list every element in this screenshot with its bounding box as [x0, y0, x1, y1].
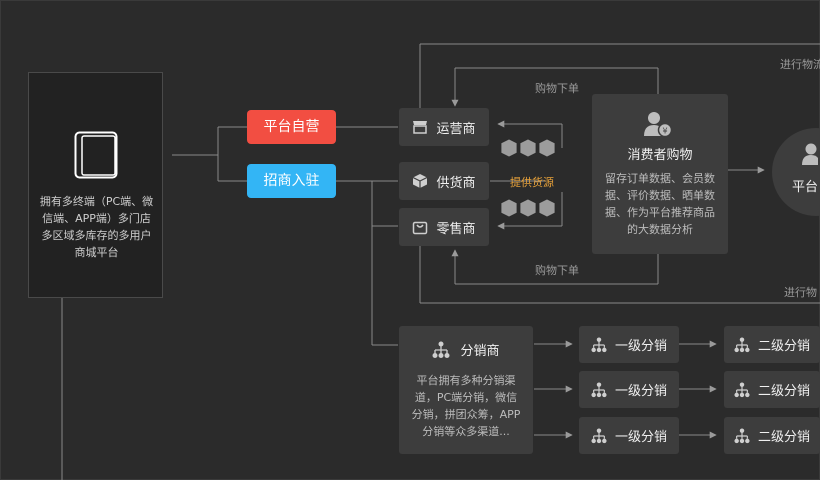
- goods-cubes-bottom-icon: [500, 198, 556, 218]
- bag-icon: [413, 221, 428, 235]
- distribution-network-icon: [591, 427, 607, 443]
- mode-self-operated[interactable]: 平台自营: [247, 110, 336, 144]
- level-1-row-1[interactable]: 一级分销: [579, 326, 679, 363]
- level-2-row-1[interactable]: 二级分销: [724, 326, 820, 363]
- consumer-box: ¥ 消费者购物 留存订单数据、会员数据、评价数据、晒单数据、作为平台推荐商品的大…: [592, 94, 728, 254]
- distribution-network-icon: [591, 336, 607, 352]
- role-operator[interactable]: 运营商: [399, 108, 489, 146]
- level-2-row-2[interactable]: 二级分销: [724, 371, 820, 408]
- svg-text:¥: ¥: [662, 127, 667, 136]
- level-1-row-2[interactable]: 一级分销: [579, 371, 679, 408]
- role-operator-label: 运营商: [436, 121, 476, 137]
- tablet-icon: [74, 131, 118, 179]
- level-1-row-3[interactable]: 一级分销: [579, 417, 679, 454]
- distribution-network-icon: [591, 381, 607, 397]
- consumer-icon: ¥: [644, 112, 672, 138]
- distribution-network-icon: [734, 381, 750, 397]
- distributor-title: 分销商: [460, 344, 500, 359]
- level-1-label: 一级分销: [614, 339, 667, 354]
- level-1-label: 一级分销: [614, 430, 667, 445]
- distributor-description: 平台拥有多种分销渠道，PC端分销，微信分销，拼团众筹，APP分销等众多渠道...: [411, 374, 521, 438]
- mode-merchant-join[interactable]: 招商入驻: [247, 164, 336, 198]
- level-2-label: 二级分销: [757, 430, 810, 445]
- platform-box: 拥有多终端（PC端、微信端、APP端）多门店多区域多库存的多用户商城平台: [28, 72, 163, 298]
- goods-cubes-top-icon: [500, 138, 556, 158]
- role-retailer[interactable]: 零售商: [399, 208, 489, 246]
- role-retailer-label: 零售商: [436, 221, 476, 237]
- level-2-label: 二级分销: [757, 339, 810, 354]
- purchase-label-top: 购物下单: [535, 82, 579, 95]
- logistics-label-bottom: 进行物: [784, 286, 817, 299]
- level-1-label: 一级分销: [614, 384, 667, 399]
- purchase-label-bottom: 购物下单: [535, 264, 579, 277]
- platform-user-icon: [802, 143, 818, 165]
- store-icon: [413, 121, 428, 134]
- distribution-network-icon: [734, 427, 750, 443]
- role-supplier-label: 供货商: [436, 175, 476, 191]
- distribution-network-icon: [432, 341, 450, 358]
- platform-circle-label: 平台: [792, 180, 819, 195]
- distributor-box: 分销商 平台拥有多种分销渠道，PC端分销，微信分销，拼团众筹，APP分销等众多渠…: [399, 326, 533, 454]
- consumer-description: 留存订单数据、会员数据、评价数据、晒单数据、作为平台推荐商品的大数据分析: [605, 172, 715, 236]
- level-2-row-3[interactable]: 二级分销: [724, 417, 820, 454]
- logistics-label-top: 进行物流: [780, 58, 820, 71]
- role-supplier[interactable]: 供货商: [399, 162, 489, 200]
- consumer-title: 消费者购物: [627, 148, 693, 163]
- box-icon: [413, 174, 428, 188]
- platform-description: 拥有多终端（PC端、微信端、APP端）多门店多区域多库存的多用户商城平台: [39, 195, 154, 259]
- distribution-network-icon: [734, 336, 750, 352]
- supply-label: 提供货源: [510, 176, 554, 189]
- level-2-label: 二级分销: [757, 384, 810, 399]
